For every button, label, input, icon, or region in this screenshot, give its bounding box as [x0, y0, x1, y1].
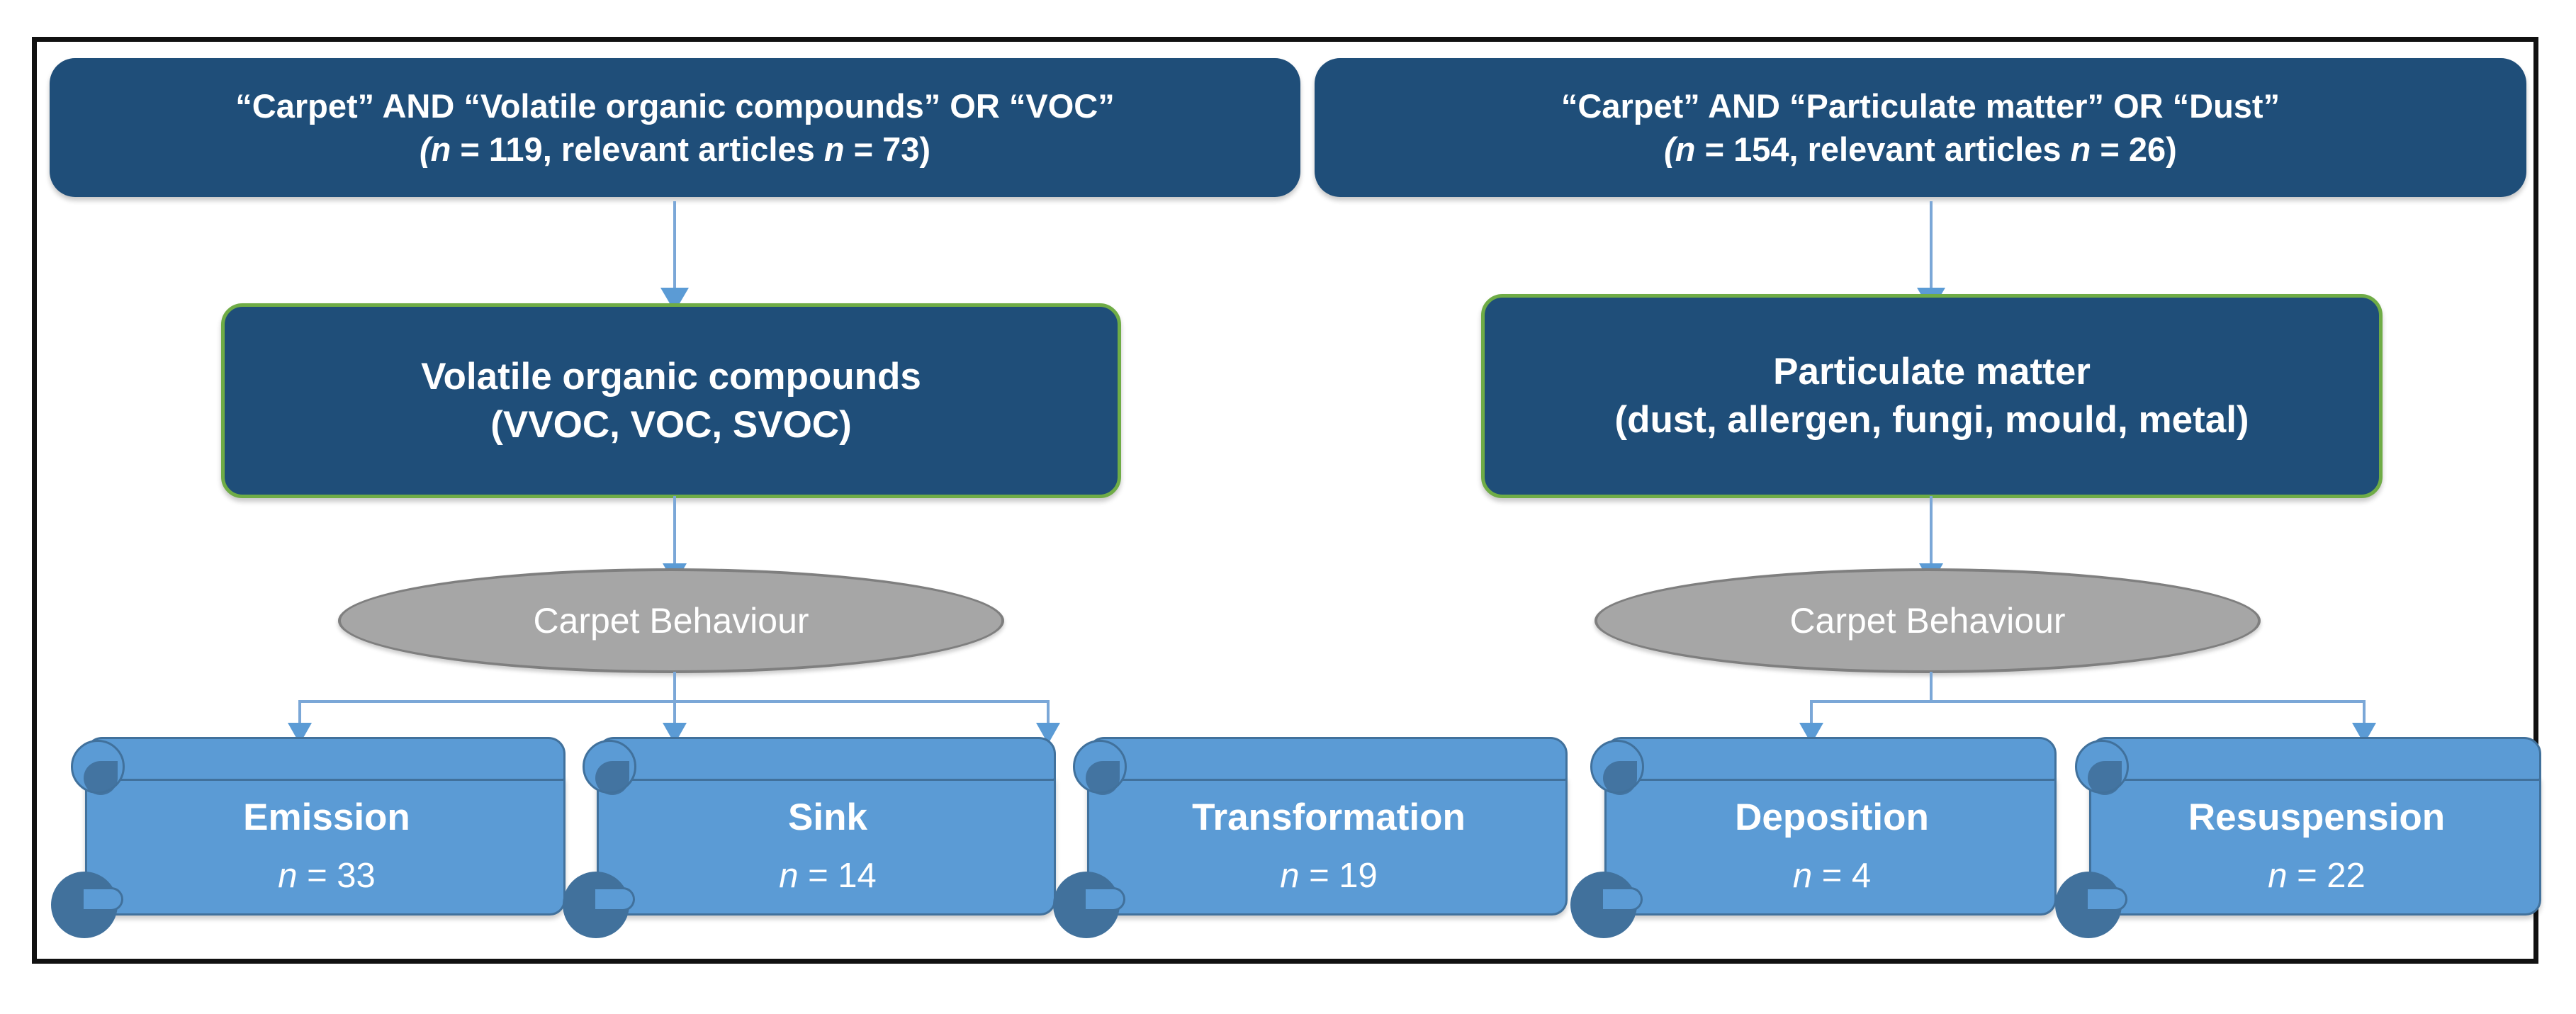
category-box-pm: Particulate matter (dust, allergen, fung… [1481, 294, 2383, 498]
query-voc-n2: n [823, 130, 845, 168]
scroll-body [85, 777, 566, 916]
query-pm-n1: n [1675, 130, 1696, 168]
connector-voc-category-to-process [673, 496, 676, 580]
query-box-voc: “Carpet” AND “Volatile organic compounds… [50, 58, 1300, 197]
connector-voc-drop-2 [673, 700, 676, 730]
scroll-body [1087, 777, 1568, 916]
connector-voc-drop-1 [298, 700, 301, 730]
outcome-n-symbol: n [278, 856, 298, 895]
outcome-scroll-deposition: Deposition n = 4 [1570, 737, 2057, 938]
query-pm-suffix: = 26) [2091, 130, 2177, 168]
outcome-n-symbol: n [2268, 856, 2288, 895]
outcome-count-deposition: n = 4 [1793, 854, 1871, 899]
outcome-count-sink: n = 14 [779, 854, 877, 899]
process-ellipse-pm-label: Carpet Behaviour [1789, 601, 2066, 641]
scroll-body [2089, 777, 2541, 916]
connector-pm-process-bar [1810, 700, 2366, 703]
category-pm-line2: (dust, allergen, fungi, mould, metal) [1614, 399, 2249, 441]
query-box-pm: “Carpet” AND “Particulate matter” OR “Du… [1315, 58, 2526, 197]
scroll-bottom-curl-inner [1603, 887, 1643, 911]
process-ellipse-voc: Carpet Behaviour [338, 568, 1004, 673]
scroll-bottom-curl-inner [595, 887, 635, 911]
scroll-top-bar [1604, 737, 2057, 781]
outcome-n-value: = 22 [2287, 856, 2366, 895]
outcome-count-emission: n = 33 [278, 854, 376, 899]
outcome-label-transformation: Transformation [1192, 796, 1466, 838]
connector-pm-category-to-process [1930, 496, 1933, 580]
scroll-top-bar [85, 737, 566, 781]
scroll-top-curl-inner [2088, 761, 2122, 795]
outcome-n-symbol: n [779, 856, 799, 895]
query-voc-n1: n [430, 130, 451, 168]
process-ellipse-pm: Carpet Behaviour [1594, 568, 2261, 673]
query-voc-mid: = 119, relevant articles [451, 130, 824, 168]
scroll-bottom-curl-inner [1086, 887, 1125, 911]
scroll-top-bar [1087, 737, 1568, 781]
outcome-n-value: = 33 [297, 856, 376, 895]
connector-voc-drop-3 [1047, 700, 1050, 730]
category-voc-line2: (VVOC, VOC, SVOC) [490, 403, 852, 446]
outcome-n-value: = 19 [1299, 856, 1378, 895]
query-voc-line2: (n = 119, relevant articles n = 73) [420, 128, 930, 171]
outcome-label-deposition: Deposition [1735, 796, 1929, 838]
scroll-top-curl-inner [84, 761, 118, 795]
outcome-label-emission: Emission [243, 796, 410, 838]
query-voc-n1-symbol: ( [419, 130, 431, 168]
outcome-scroll-resuspension: Resuspension n = 22 [2055, 737, 2541, 938]
scroll-top-bar [597, 737, 1056, 781]
outcome-label-sink: Sink [788, 796, 867, 838]
outcome-count-transformation: n = 19 [1280, 854, 1378, 899]
query-pm-mid: = 154, relevant articles [1695, 130, 2071, 168]
query-voc-suffix: = 73) [844, 130, 931, 168]
outcome-scroll-sink: Sink n = 14 [563, 737, 1056, 938]
connector-pm-process-stem [1930, 672, 1933, 702]
query-pm-line1: “Carpet” AND “Particulate matter” OR “Du… [1560, 86, 2280, 125]
outcome-n-value: = 14 [798, 856, 877, 895]
outcome-n-symbol: n [1792, 856, 1813, 895]
connector-voc-query-to-category [673, 201, 676, 298]
category-box-voc: Volatile organic compounds (VVOC, VOC, S… [221, 303, 1121, 498]
scroll-top-curl-inner [1086, 761, 1120, 795]
outcome-n-value: = 4 [1812, 856, 1872, 895]
query-voc-line1: “Carpet” AND “Volatile organic compounds… [235, 86, 1115, 125]
outcome-n-symbol: n [1280, 856, 1300, 895]
outcome-scroll-emission: Emission n = 33 [51, 737, 566, 938]
category-voc-line1: Volatile organic compounds [421, 355, 921, 398]
category-pm-line1: Particulate matter [1773, 351, 2091, 393]
query-pm-line2: (n = 154, relevant articles n = 26) [1664, 128, 2177, 171]
scroll-bottom-curl-inner [84, 887, 123, 911]
connector-voc-process-stem [673, 672, 676, 702]
outcome-count-resuspension: n = 22 [2268, 854, 2366, 899]
outcome-scroll-transformation: Transformation n = 19 [1053, 737, 1568, 938]
query-pm-n2: n [2070, 130, 2091, 168]
scroll-body [597, 777, 1056, 916]
connector-pm-query-to-category [1930, 201, 1933, 298]
scroll-body [1604, 777, 2057, 916]
query-pm-n1-symbol: ( [1664, 130, 1675, 168]
scroll-top-bar [2089, 737, 2541, 781]
outcome-label-resuspension: Resuspension [2188, 796, 2446, 838]
connector-pm-drop-1 [1810, 700, 1813, 730]
scroll-top-curl-inner [595, 761, 629, 795]
scroll-top-curl-inner [1603, 761, 1637, 795]
process-ellipse-voc-label: Carpet Behaviour [533, 601, 809, 641]
connector-pm-drop-2 [2363, 700, 2366, 730]
scroll-bottom-curl-inner [2088, 887, 2127, 911]
